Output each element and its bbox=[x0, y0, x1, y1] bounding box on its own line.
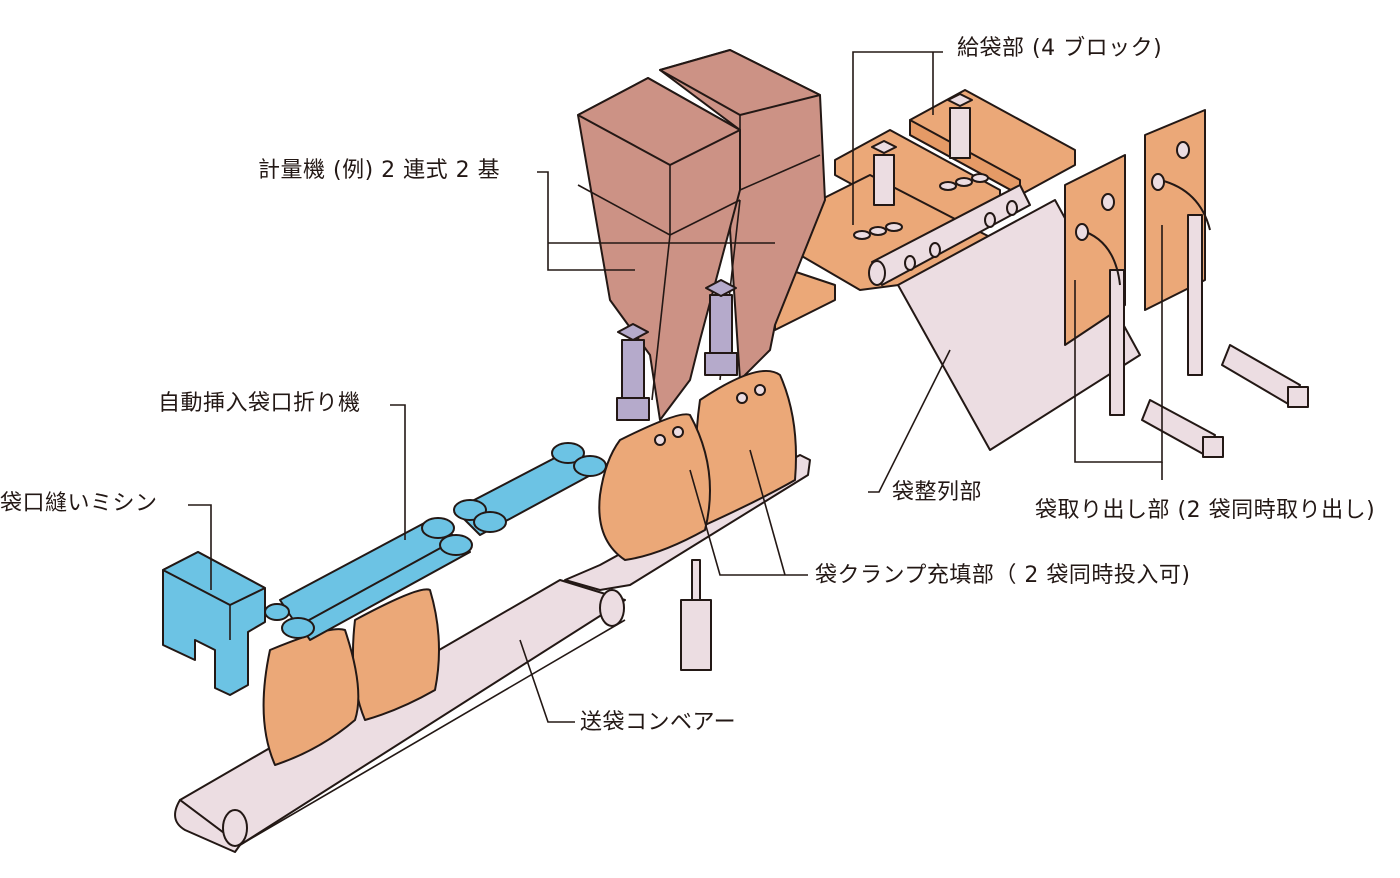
leader-clamp-filler bbox=[689, 469, 808, 576]
conveyor-end bbox=[174, 799, 241, 853]
suction-cylinder bbox=[873, 154, 895, 206]
lift-cylinder bbox=[680, 599, 712, 671]
cylinder-cap bbox=[1287, 386, 1309, 408]
suction-cups bbox=[853, 173, 989, 240]
roller-holes bbox=[904, 200, 1018, 271]
cylinder-cap bbox=[1202, 436, 1224, 458]
auto-folder-belts bbox=[264, 442, 607, 641]
bag bbox=[262, 628, 360, 766]
lift-rod bbox=[691, 559, 701, 601]
weigher-hoppers bbox=[577, 49, 826, 421]
cylinder-cap bbox=[947, 93, 973, 107]
leader-sewing bbox=[188, 504, 212, 590]
takeout-post bbox=[1187, 214, 1203, 376]
clamp-bolts bbox=[654, 384, 766, 446]
bag-takeout-assembly bbox=[1064, 109, 1309, 458]
filling-bags bbox=[598, 369, 797, 561]
label-bag-aligner: 袋整列部 bbox=[892, 480, 983, 505]
clamp-cylinder bbox=[709, 294, 733, 356]
cylinder-block bbox=[616, 397, 650, 421]
suction-cylinder bbox=[949, 107, 971, 159]
label-bag-takeout: 袋取り出し部 (2 袋同時取り出し) bbox=[1035, 498, 1376, 523]
bag bbox=[598, 413, 711, 561]
leader-conveyor bbox=[519, 639, 575, 723]
leader-auto-folder bbox=[390, 404, 406, 540]
roller-end bbox=[868, 260, 886, 286]
leader-weigher bbox=[537, 171, 635, 271]
label-bag-feeder: 給袋部 (4 ブロック) bbox=[957, 36, 1163, 61]
leader-bag-feeder bbox=[852, 51, 943, 225]
hopper-back-top bbox=[659, 49, 821, 116]
label-weigher: 計量機 (例) 2 連式 2 基 bbox=[258, 158, 501, 183]
cylinder-cap bbox=[617, 323, 649, 341]
conveyor-roller bbox=[222, 809, 248, 847]
leader-bag-aligner bbox=[868, 349, 951, 493]
label-clamp-filler: 袋クランプ充填部（ 2 袋同時投入可) bbox=[815, 563, 1191, 588]
leader-takeout bbox=[1074, 225, 1163, 463]
sewing-machine-top bbox=[162, 551, 266, 606]
takeout-suction-pads bbox=[1075, 141, 1190, 241]
takeout-post bbox=[1109, 269, 1125, 416]
conveyor-bags bbox=[262, 588, 440, 766]
belt-pulleys bbox=[264, 442, 607, 639]
label-conveyor: 送袋コンベアー bbox=[580, 710, 737, 735]
hopper-front-top bbox=[577, 77, 741, 166]
clamp-cylinder bbox=[621, 339, 645, 401]
label-sewing-machine: 袋口縫いミシン bbox=[0, 491, 158, 516]
conveyor-roller bbox=[599, 589, 625, 627]
cylinder-block bbox=[704, 352, 738, 376]
sewing-machine bbox=[162, 551, 266, 696]
leader-lines bbox=[188, 51, 1163, 723]
cylinder-cap bbox=[871, 140, 897, 154]
label-auto-folder: 自動挿入袋口折り機 bbox=[158, 391, 361, 416]
cylinder-cap bbox=[705, 279, 737, 297]
